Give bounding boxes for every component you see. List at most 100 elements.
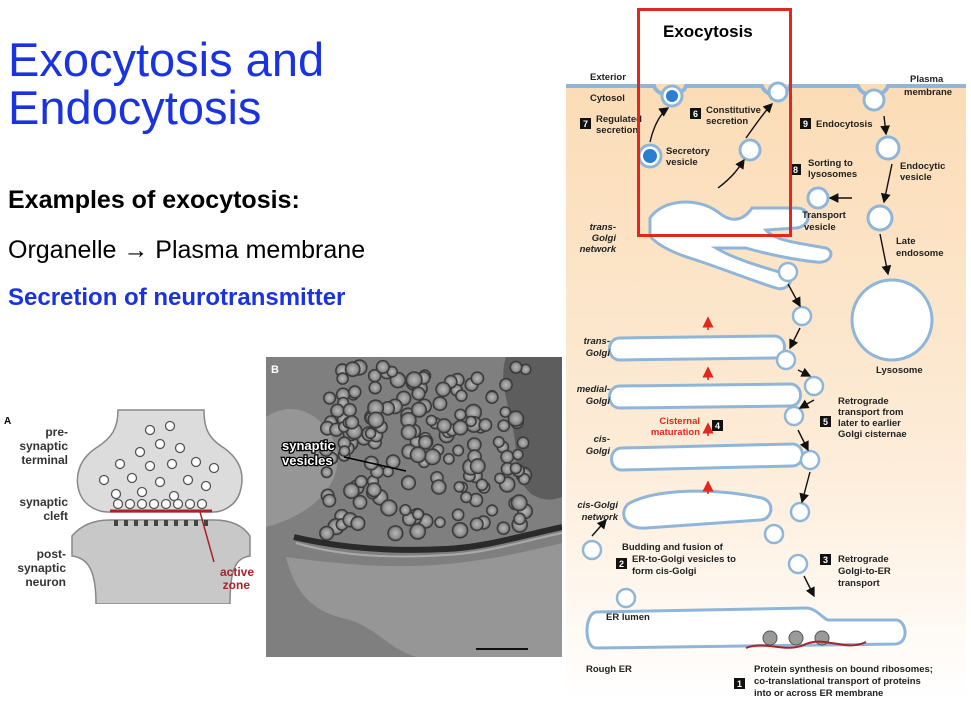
rough-er-label: Rough ER [586, 664, 632, 675]
step-4-badge: 4 [715, 421, 720, 431]
retrograde-er-label-2: Golgi-to-ER [838, 566, 891, 577]
secretory-pathway-diagram: 7 6 9 8 4 5 2 3 1 Exterior Cytosol Plasm… [566, 72, 966, 700]
regulated-secretion-label-2: secretion [596, 125, 638, 136]
step-9-badge: 9 [803, 119, 808, 129]
active-zone-label-2: zone [223, 578, 251, 592]
trans-golgi-network-label-3: network [580, 244, 617, 255]
step-6-badge: 6 [693, 109, 698, 119]
secretory-vesicle-label-2: vesicle [666, 157, 698, 168]
transport-vesicle [806, 186, 830, 210]
late-endosome [866, 204, 894, 232]
plasma-membrane-label-2: membrane [904, 87, 952, 98]
step-3-badge: 3 [823, 555, 828, 565]
constitutive-secretion-label-1: Constitutive [706, 105, 761, 116]
presynaptic-label-1: pre- [45, 425, 68, 439]
postsynaptic-label-3: neuron [25, 575, 66, 589]
exocytosis-highlight-label: Exocytosis [663, 22, 753, 41]
budding-label-1: Budding and fusion of [622, 542, 724, 553]
medial-golgi-label-2: Golgi [586, 396, 611, 407]
trans-golgi-cisterna [608, 334, 786, 362]
active-zone-label-1: active [220, 565, 254, 579]
cis-golgi-network-label-2: network [582, 512, 619, 523]
secretory-vesicle-label-1: Secretory [666, 146, 711, 157]
fusing-constitutive-vesicle [767, 81, 789, 103]
cis-golgi-label-1: cis- [594, 434, 610, 445]
medial-golgi-label-1: medial- [577, 384, 610, 395]
micrograph-vesicles [318, 359, 533, 542]
sorting-label-2: lysosomes [808, 169, 857, 180]
endocytic-vesicle-label-1: Endocytic [900, 161, 945, 172]
receptors [114, 520, 208, 526]
synapse-diagram: A pre- synaptic terminal synaptic cleft … [4, 409, 254, 604]
ribosomes [762, 630, 830, 646]
step-2-badge: 2 [619, 559, 624, 569]
examples-heading: Examples of exocytosis: [8, 186, 300, 214]
retrograde-later-label-4: Golgi cisternae [838, 429, 907, 440]
endocytosis-pit [862, 88, 886, 112]
endocytosis-label: Endocytosis [816, 119, 873, 130]
endocytic-vesicle-label-2: vesicle [900, 172, 932, 183]
retrograde-later-label-2: transport from [838, 407, 903, 418]
cis-golgi-label-2: Golgi [586, 446, 611, 457]
trans-golgi-network-label-1: trans- [590, 222, 616, 233]
panel-a-label: A [4, 416, 11, 427]
protein-synthesis-label-2: co-translational transport of proteins [754, 676, 921, 687]
retrograde-er-label-1: Retrograde [838, 554, 889, 565]
sorting-label-1: Sorting to [808, 158, 853, 169]
example-neurotransmitter: Secretion of neurotransmitter [8, 284, 346, 311]
postsynaptic-neuron [71, 519, 251, 604]
electron-micrograph: B synaptic vesicles [266, 357, 562, 657]
synaptic-vesicles-label-1: synaptic [282, 438, 335, 453]
lysosome-label: Lysosome [876, 365, 923, 376]
presynaptic-label-2: synaptic [19, 439, 68, 453]
dense-cargo [643, 90, 678, 163]
endocytic-vesicle [875, 135, 901, 161]
vesicles-pointer [343, 456, 407, 472]
mrna-strand [745, 640, 867, 649]
active-zone-pointer [199, 511, 215, 563]
synaptic-vesicles [98, 420, 220, 510]
transport-vesicle-label-1: Transport [802, 210, 847, 221]
trans-golgi-label-2: Golgi [586, 348, 611, 359]
exocytosis-highlight-box [637, 8, 792, 237]
step-8-badge: 8 [793, 165, 798, 175]
retrograde-later-label-1: Retrograde [838, 396, 889, 407]
cis-golgi-network-label-1: cis-Golgi [577, 500, 618, 511]
plasma-membrane-label-1: Plasma [910, 74, 944, 85]
trans-golgi-network-label-2: Golgi [592, 233, 617, 244]
cisternal-maturation-label-1: Cisternal [659, 416, 700, 427]
exterior-label: Exterior [590, 72, 626, 83]
cis-golgi-network [622, 489, 773, 530]
postsynaptic-label-2: synaptic [17, 561, 66, 575]
constitutive-vesicle [738, 138, 762, 162]
retrograde-later-label-3: later to earlier [838, 418, 901, 429]
step-1-badge: 1 [737, 679, 742, 689]
er-lumen-label: ER lumen [606, 612, 650, 623]
example-organelle-to-membrane: Organelle → Plasma membrane [8, 236, 366, 264]
budding-label-2: ER-to-Golgi vesicles to [632, 554, 736, 565]
constitutive-secretion-label-2: secretion [706, 116, 748, 127]
trans-golgi-label-1: trans- [584, 336, 610, 347]
cleft-label-2: cleft [43, 509, 68, 523]
protein-synthesis-label-1: Protein synthesis on bound ribosomes; [754, 664, 933, 675]
regulated-secretion-label-1: Regulated [596, 114, 642, 125]
budding-label-3: form cis-Golgi [632, 566, 696, 577]
cytosol-label: Cytosol [590, 93, 625, 104]
retrograde-er-label-3: transport [838, 578, 881, 589]
protein-synthesis-label-3: into or across ER membrane [754, 688, 883, 699]
panel-b-label: B [271, 364, 279, 376]
presynaptic-terminal [76, 409, 243, 513]
trans-golgi-network [648, 200, 833, 291]
synaptic-vesicles-label-2: vesicles [282, 453, 333, 468]
transport-vesicle-label-2: vesicle [804, 222, 836, 233]
postsynaptic-label-1: post- [37, 547, 66, 561]
late-endosome-label-2: endosome [896, 248, 944, 259]
step-5-badge: 5 [823, 417, 828, 427]
late-endosome-label-1: Late [896, 236, 916, 247]
lysosome [850, 278, 934, 362]
cleft-label-1: synaptic [19, 495, 68, 509]
cisternal-maturation-label-2: maturation [651, 427, 700, 438]
presynaptic-label-3: terminal [21, 453, 68, 467]
cis-golgi-cisterna [610, 442, 804, 472]
step-7-badge: 7 [583, 119, 588, 129]
